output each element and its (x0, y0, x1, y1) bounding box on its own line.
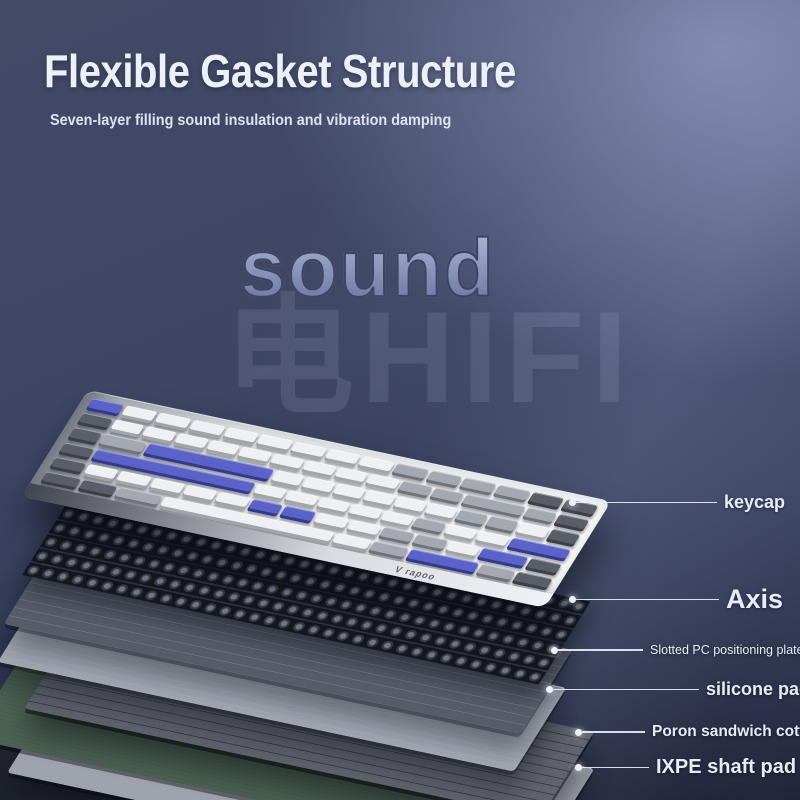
callout-line (582, 766, 649, 769)
callout-label: Axis (726, 584, 784, 614)
watermark-sound-text: sound (239, 222, 496, 315)
watermark-hifi-text: 电HIFI (224, 284, 635, 430)
callout-line (553, 688, 699, 691)
callout-dot (546, 686, 553, 693)
page-subtitle: Seven-layer filling sound insulation and… (50, 112, 452, 129)
callout-positioning-plate: Slotted PC positioning plate (551, 643, 800, 657)
callout-dot (575, 728, 582, 736)
callout-dot (551, 646, 558, 654)
callout-poron-cotton: Poron sandwich cotton (575, 723, 800, 741)
callout-label: keycap (724, 492, 786, 512)
callout-label: Poron sandwich cotton (652, 723, 800, 740)
callout-axis: Axis (569, 584, 783, 615)
callout-line (576, 598, 719, 601)
callout-label: silicone pad (706, 679, 800, 699)
callout-dot (575, 764, 582, 771)
callout-line (576, 501, 717, 504)
callout-dot (569, 499, 576, 506)
callout-label: Slotted PC positioning plate (650, 643, 800, 657)
callout-keycap: keycap (569, 492, 785, 513)
callout-silicone-pad: silicone pad (546, 679, 800, 700)
callout-dot (569, 596, 576, 603)
callout-line (558, 649, 643, 651)
page-title: Flexible Gasket Structure (44, 45, 516, 97)
callout-ixpe-pad: IXPE shaft pad (575, 756, 796, 779)
callout-label: IXPE shaft pad (656, 756, 797, 778)
callout-line (582, 731, 645, 733)
